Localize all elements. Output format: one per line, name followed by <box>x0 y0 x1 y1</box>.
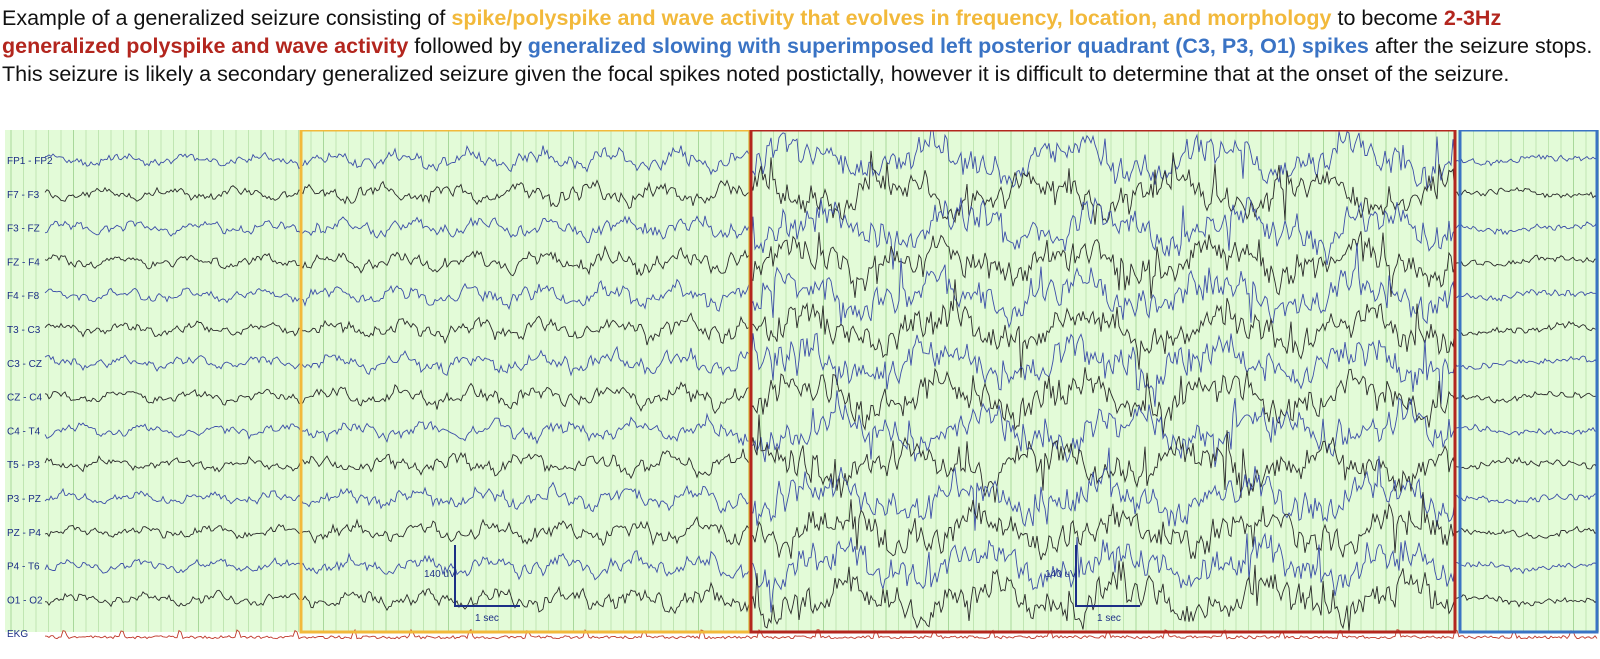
caption-conclusion: after the seizure stops. This seizure is… <box>2 34 1593 86</box>
channel-label: FZ - F4 <box>7 257 40 268</box>
trace-fz-f4 <box>44 230 1598 299</box>
eeg-recording: FP1 - FP2 F7 - F3 F3 - FZ FZ - F4 F4 - F8 T3 … <box>5 130 1599 648</box>
channel-label: FP1 - FP2 <box>7 156 53 167</box>
trace-c4-t4 <box>44 390 1598 468</box>
caption-intro: Example of a generalized seizure consist… <box>2 6 452 30</box>
trace-t5-p3 <box>44 414 1598 503</box>
trace-cz-c4 <box>44 367 1598 436</box>
channel-label: F3 - FZ <box>7 224 40 235</box>
box-polyspike-wave <box>749 130 1457 634</box>
highlight-boxes <box>299 130 1599 634</box>
caption-onset-highlight: spike/polyspike and wave activity that e… <box>451 6 1332 30</box>
trace-t3-c3 <box>44 279 1598 378</box>
channel-label: F7 - F3 <box>7 190 40 201</box>
scale-bars: 140 uV 1 sec 140 uV 1 sec <box>424 545 1140 624</box>
channel-labels: FP1 - FP2 F7 - F3 F3 - FZ FZ - F4 F4 - F8 T3 … <box>7 156 53 640</box>
channel-label: EKG <box>7 629 28 640</box>
channel-label: P3 - PZ <box>7 494 41 505</box>
scale-bar-2-time: 1 sec <box>1097 613 1121 624</box>
scale-bar-1-amplitude: 140 uV <box>424 569 456 580</box>
trace-p3-pz <box>44 447 1598 531</box>
scale-bar-2-amplitude: 140 uV <box>1045 569 1077 580</box>
channel-label: C3 - CZ <box>7 359 42 370</box>
scale-bar-2-lines <box>1075 545 1140 607</box>
channel-label: T5 - P3 <box>7 460 40 471</box>
trace-f7-f3 <box>44 150 1598 225</box>
box-postictal-slowing <box>1458 130 1599 634</box>
scale-bar-1: 140 uV 1 sec <box>424 545 520 624</box>
caption-connector-2: followed by <box>408 34 528 58</box>
caption-postictal-highlight: generalized slowing with superimposed le… <box>527 34 1369 58</box>
trace-f3-fz <box>44 196 1598 270</box>
channel-label: C4 - T4 <box>7 426 41 437</box>
channel-label: O1 - O2 <box>7 595 43 606</box>
scale-bar-1-lines <box>454 545 520 607</box>
trace-p4-t6 <box>44 532 1598 613</box>
channel-label: T3 - C3 <box>7 325 41 336</box>
scale-bar-1-time: 1 sec <box>475 613 499 624</box>
eeg-background <box>5 130 1599 632</box>
caption-connector-1: to become <box>1331 6 1444 30</box>
scale-bar-2: 140 uV 1 sec <box>1045 545 1140 624</box>
trace-pz-p4 <box>44 492 1598 561</box>
trace-o1-o2 <box>44 560 1598 632</box>
trace-c3-cz <box>44 332 1598 407</box>
figure-caption: Example of a generalized seizure consist… <box>2 4 1596 88</box>
caption-polyspike-highlight: 2-3Hz generalized polyspike and wave act… <box>2 6 1502 58</box>
channel-label: F4 - F8 <box>7 291 40 302</box>
channel-label: PZ - P4 <box>7 528 41 539</box>
eeg-svg: FP1 - FP2 F7 - F3 F3 - FZ FZ - F4 F4 - F8 T3 … <box>5 130 1599 640</box>
channel-label: CZ - C4 <box>7 393 42 404</box>
trace-f4-f8 <box>44 242 1598 329</box>
eeg-traces <box>44 130 1598 640</box>
channel-label: P4 - T6 <box>7 562 40 573</box>
trace-fp1-fp2 <box>44 130 1598 191</box>
